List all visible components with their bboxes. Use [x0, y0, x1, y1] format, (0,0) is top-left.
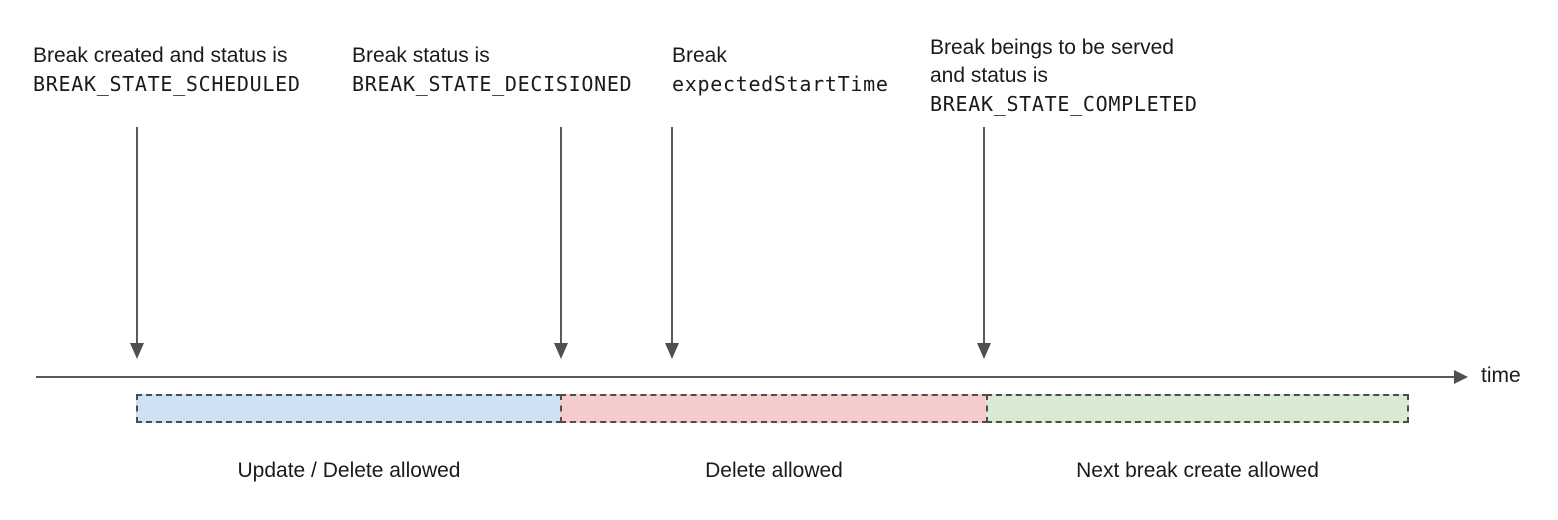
segment-label-next-break-create-allowed: Next break create allowed	[1076, 459, 1319, 482]
annotation-text: Break	[672, 44, 727, 67]
annotation-code: BREAK_STATE_DECISIONED	[352, 72, 633, 96]
time-axis-label: time	[1481, 364, 1521, 387]
segment-label-update-delete-allowed: Update / Delete allowed	[237, 459, 461, 482]
annotation-code: expectedStartTime	[672, 72, 889, 96]
annotation-break-scheduled: Break created and status is BREAK_STATE_…	[33, 42, 301, 98]
segment-update-delete-allowed	[136, 394, 562, 423]
down-arrow-expected-start-time-icon	[665, 127, 679, 359]
annotation-code: BREAK_STATE_COMPLETED	[930, 92, 1198, 116]
segment-label-delete-allowed: Delete allowed	[705, 459, 843, 482]
annotation-break-decisioned: Break status is BREAK_STATE_DECISIONED	[352, 42, 632, 98]
annotation-text: Break beings to be served	[930, 36, 1174, 59]
segment-next-break-create-allowed	[986, 394, 1409, 423]
annotation-break-completed: Break beings to be served and status is …	[930, 34, 1198, 118]
time-axis-line	[36, 376, 1454, 378]
time-axis-arrowhead-icon	[1454, 370, 1468, 384]
annotation-text: Break status is	[352, 44, 490, 67]
annotation-text: Break created and status is	[33, 44, 288, 67]
down-arrow-break-completed-icon	[977, 127, 991, 359]
annotation-text: and status is	[930, 64, 1048, 87]
annotation-code: BREAK_STATE_SCHEDULED	[33, 72, 301, 96]
segment-delete-allowed	[560, 394, 988, 423]
down-arrow-break-decisioned-icon	[554, 127, 568, 359]
annotation-expected-start-time: Break expectedStartTime	[672, 42, 889, 98]
down-arrow-break-scheduled-icon	[130, 127, 144, 359]
